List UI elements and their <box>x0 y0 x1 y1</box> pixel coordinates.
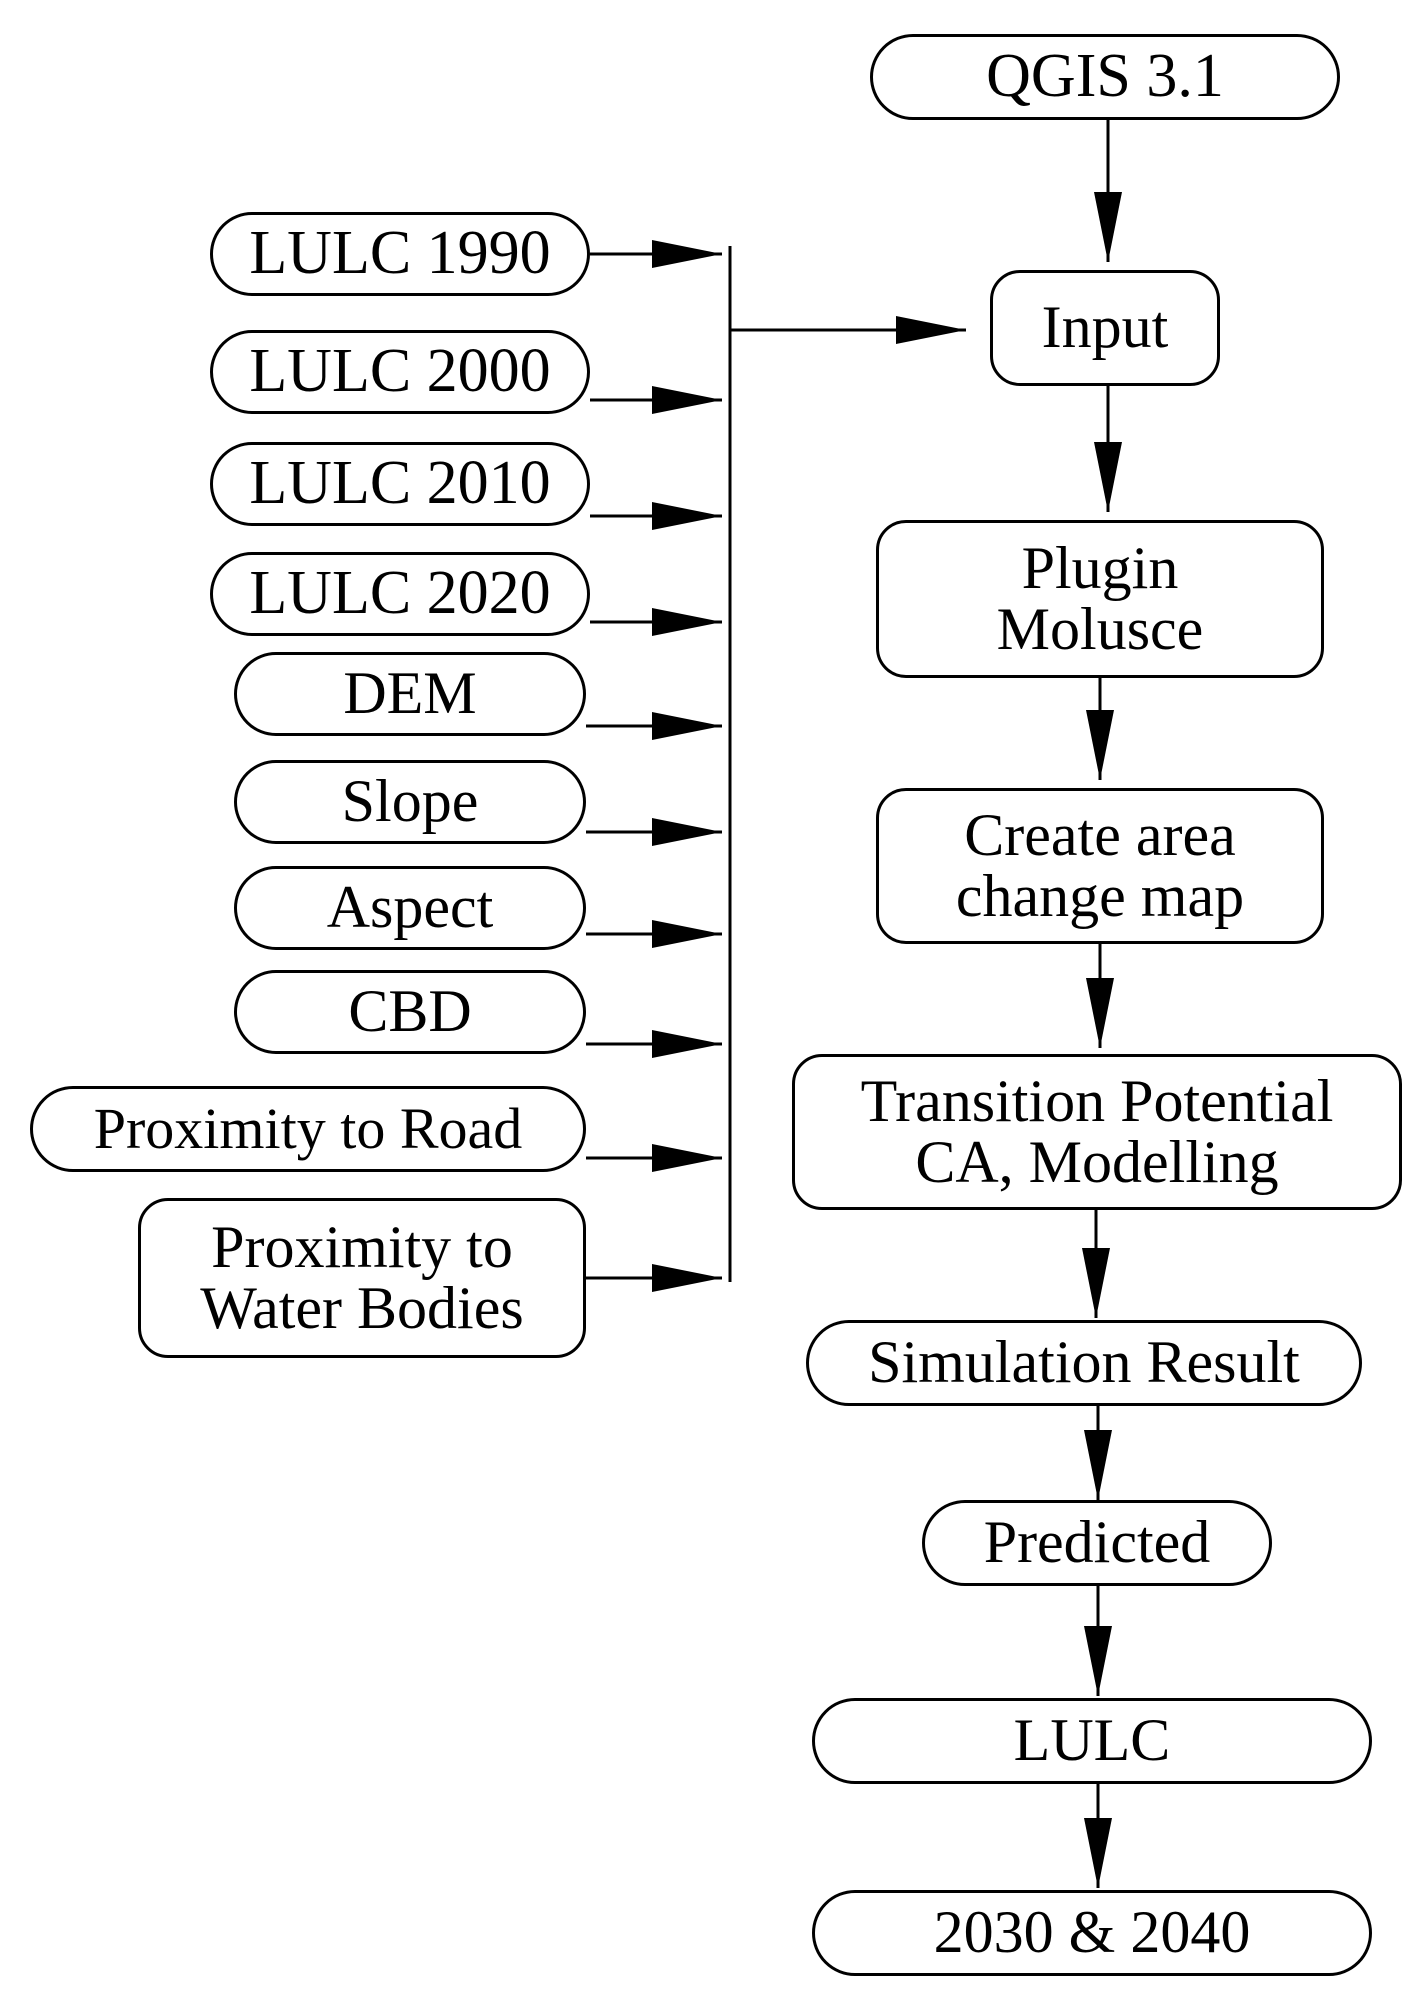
node-label: DEM <box>343 660 477 727</box>
step-node-create-area-change-map: Create area change map <box>876 788 1324 944</box>
node-label: LULC 2020 <box>249 559 551 628</box>
step-node-simulation-result: Simulation Result <box>806 1320 1362 1406</box>
node-label: LULC 2000 <box>249 337 551 406</box>
node-label-line-1: Create area <box>964 801 1236 868</box>
step-node-2030-2040: 2030 & 2040 <box>812 1890 1372 1976</box>
node-label: Aspect <box>326 874 494 941</box>
step-node-lulc: LULC <box>812 1698 1372 1784</box>
input-node-lulc-2000: LULC 2000 <box>210 330 590 414</box>
input-node-lulc-1990: LULC 1990 <box>210 212 590 296</box>
node-label-line-2: change map <box>955 863 1245 929</box>
node-label: CBD <box>348 978 472 1045</box>
node-label-line-1: Plugin <box>1021 534 1179 601</box>
input-node-lulc-2020: LULC 2020 <box>210 552 590 636</box>
node-label: LULC <box>1013 1707 1171 1774</box>
input-node-proximity-road: Proximity to Road <box>30 1086 586 1172</box>
node-label: Input <box>1041 294 1169 361</box>
input-node-cbd: CBD <box>234 970 586 1054</box>
node-label: Simulation Result <box>868 1329 1300 1396</box>
node-label-line-1: Proximity to <box>211 1213 513 1280</box>
node-label-line-2: Water Bodies <box>200 1275 524 1341</box>
node-label-line-2: Molusce <box>996 596 1204 662</box>
input-node-aspect: Aspect <box>234 866 586 950</box>
node-label: Predicted <box>983 1509 1211 1576</box>
step-node-predicted: Predicted <box>922 1500 1272 1586</box>
node-label: LULC 2010 <box>249 449 551 518</box>
node-label: Proximity to Road <box>93 1096 523 1162</box>
node-label: Slope <box>341 768 479 835</box>
node-label: QGIS 3.1 <box>986 42 1224 111</box>
node-label: 2030 & 2040 <box>933 1899 1251 1966</box>
input-node-dem: DEM <box>234 652 586 736</box>
step-node-plugin-molusce: Plugin Molusce <box>876 520 1324 678</box>
node-label-line-1: Transition Potential <box>860 1067 1334 1134</box>
step-node-qgis: QGIS 3.1 <box>870 34 1340 120</box>
input-node-proximity-water: Proximity to Water Bodies <box>138 1198 586 1358</box>
node-label: LULC 1990 <box>249 219 551 288</box>
input-node-slope: Slope <box>234 760 586 844</box>
input-node-lulc-2010: LULC 2010 <box>210 442 590 526</box>
step-node-transition-potential: Transition Potential CA, Modelling <box>792 1054 1402 1210</box>
step-node-input: Input <box>990 270 1220 386</box>
node-label-line-2: CA, Modelling <box>915 1129 1279 1195</box>
